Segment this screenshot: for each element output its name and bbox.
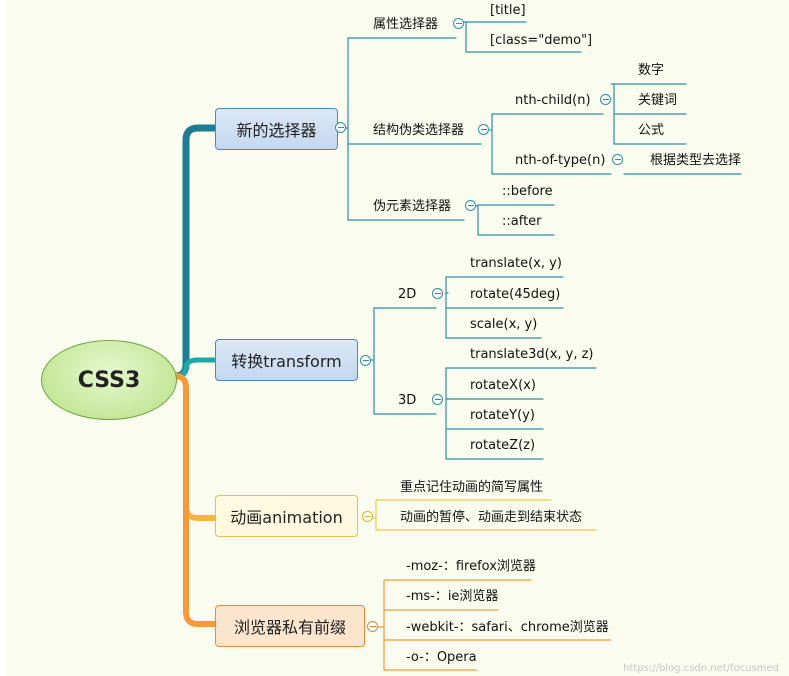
collapse-icon[interactable]: [432, 288, 443, 299]
watermark: https://blog.csdn.net/focusmed: [623, 663, 779, 674]
collapse-icon[interactable]: [453, 18, 464, 29]
topic-formula[interactable]: 公式: [638, 123, 665, 138]
collapse-icon[interactable]: [478, 124, 489, 135]
topic-before[interactable]: ::before: [502, 184, 553, 199]
topic-attribute-selector[interactable]: 属性选择器: [373, 17, 439, 32]
topic-new-selectors[interactable]: 新的选择器: [215, 108, 338, 150]
topic-rotatey[interactable]: rotateY(y): [470, 408, 535, 423]
topic-animation[interactable]: 动画animation: [215, 495, 358, 537]
topic-scale[interactable]: scale(x, y): [470, 317, 538, 332]
topic-ms-prefix[interactable]: -ms-：ie浏览器: [406, 589, 499, 604]
collapse-icon[interactable]: [335, 122, 346, 133]
collapse-icon[interactable]: [612, 154, 623, 165]
topic-2d[interactable]: 2D: [398, 287, 417, 302]
root-topic[interactable]: CSS3: [41, 340, 177, 420]
collapse-icon[interactable]: [360, 355, 371, 366]
topic-translate[interactable]: translate(x, y): [470, 256, 562, 271]
topic-pseudo-element[interactable]: 伪元素选择器: [373, 199, 452, 214]
topic-rotatez[interactable]: rotateZ(z): [470, 438, 536, 453]
topic-nth-child[interactable]: nth-child(n): [515, 93, 591, 108]
collapse-icon[interactable]: [600, 94, 611, 105]
topic-class-selector[interactable]: [class="demo"]: [490, 33, 593, 48]
topic-translate3d[interactable]: translate3d(x, y, z): [470, 347, 594, 362]
collapse-icon[interactable]: [367, 621, 378, 632]
topic-after[interactable]: ::after: [502, 214, 542, 229]
connector-lines: [171, 21, 742, 671]
topic-animation-pause[interactable]: 动画的暂停、动画走到结束状态: [400, 510, 583, 525]
topic-moz-prefix[interactable]: -moz-：firefox浏览器: [406, 559, 536, 574]
topic-nth-of-type[interactable]: nth-of-type(n): [515, 153, 606, 168]
collapse-icon[interactable]: [432, 394, 443, 405]
topic-o-prefix[interactable]: -o-：Opera: [406, 650, 477, 665]
topic-rotate[interactable]: rotate(45deg): [470, 287, 561, 302]
topic-number[interactable]: 数字: [638, 63, 665, 78]
mindmap-canvas: CSS3 新的选择器 转换transform 动画animation 浏览器私有…: [6, 0, 789, 676]
topic-rotatex[interactable]: rotateX(x): [470, 378, 536, 393]
topic-animation-shorthand[interactable]: 重点记住动画的简写属性: [400, 480, 544, 495]
topic-select-by-type[interactable]: 根据类型去选择: [650, 153, 742, 168]
topic-title-selector[interactable]: [title]: [490, 3, 526, 18]
collapse-icon[interactable]: [465, 200, 476, 211]
topic-keyword[interactable]: 关键词: [638, 93, 678, 108]
collapse-icon[interactable]: [362, 511, 373, 522]
topic-webkit-prefix[interactable]: -webkit-：safari、chrome浏览器: [406, 620, 609, 635]
topic-transform[interactable]: 转换transform: [215, 339, 358, 381]
topic-vendor-prefix[interactable]: 浏览器私有前缀: [215, 605, 365, 647]
topic-structural-pseudo[interactable]: 结构伪类选择器: [373, 123, 465, 138]
topic-3d[interactable]: 3D: [398, 393, 417, 408]
